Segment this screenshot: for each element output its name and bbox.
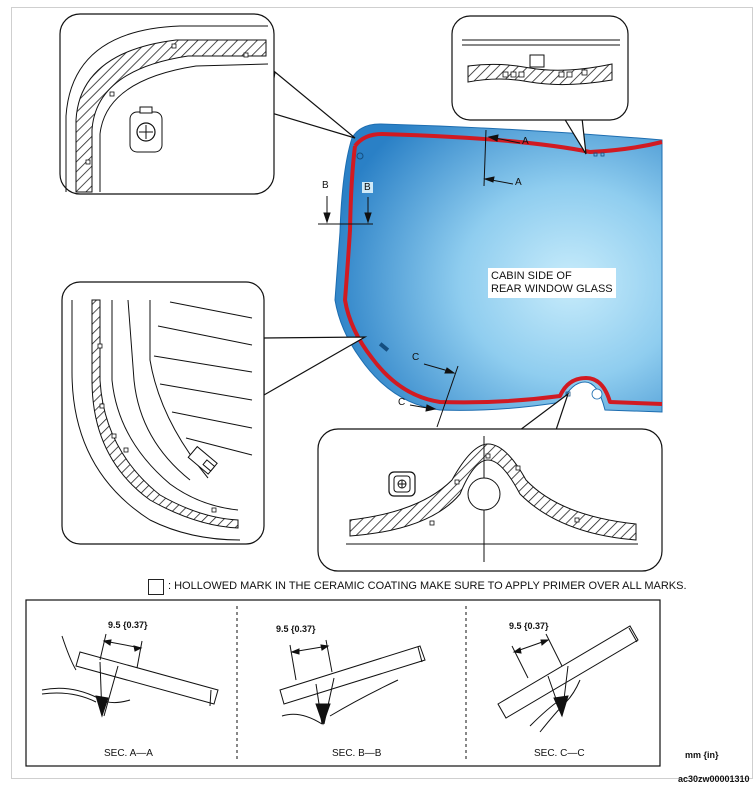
clip-mark bbox=[378, 342, 390, 352]
marker-b-left: B bbox=[322, 180, 329, 191]
marker-a-top: A bbox=[522, 136, 529, 147]
cut-line-c bbox=[436, 365, 459, 428]
hollow-mark-corner bbox=[356, 152, 364, 160]
section-c-label: SEC. C—C bbox=[534, 748, 585, 759]
detail-callout-top-left bbox=[59, 13, 356, 195]
glass-caption-line-1: CABIN SIDE OF bbox=[491, 270, 572, 282]
legend-text: : HOLLOWED MARK IN THE CERAMIC COATING M… bbox=[168, 580, 687, 592]
detail-callout-mid-left bbox=[61, 281, 368, 545]
detail-callout-top-right bbox=[451, 15, 629, 155]
marker-b-right: B bbox=[362, 182, 373, 193]
figure-code: ac30zw00001310 bbox=[678, 774, 750, 784]
hollow-mark-notch bbox=[565, 391, 571, 397]
glass-caption: CABIN SIDE OF REAR WINDOW GLASS bbox=[488, 268, 616, 298]
hollow-mark-top-2 bbox=[600, 152, 605, 157]
section-a-dimension: 9.5 {0.37} bbox=[108, 620, 148, 630]
marker-c-bottom: C bbox=[398, 397, 406, 408]
glass-caption-line-2: REAR WINDOW GLASS bbox=[491, 283, 613, 295]
clip-icon-bottom-right bbox=[388, 471, 416, 497]
section-a-drawing bbox=[41, 633, 219, 718]
clip-icon-mid-left bbox=[187, 445, 218, 475]
page-frame bbox=[11, 7, 753, 779]
notch-hole bbox=[591, 388, 603, 400]
unit-note: mm {in} bbox=[685, 750, 719, 760]
detail-callout-bottom-right bbox=[317, 392, 663, 572]
clip-icon-top-left bbox=[129, 106, 163, 153]
section-b-drawing bbox=[279, 639, 426, 726]
section-a-label: SEC. A—A bbox=[104, 748, 153, 759]
marker-c-top: C bbox=[412, 352, 420, 363]
hollow-mark-top-1 bbox=[593, 152, 598, 157]
marker-a-bottom: A bbox=[515, 177, 522, 188]
section-c-drawing bbox=[497, 625, 639, 733]
hollowed-mark-legend-box bbox=[148, 579, 164, 595]
section-b-dimension: 9.5 {0.37} bbox=[276, 624, 316, 634]
cut-line-a bbox=[483, 129, 487, 187]
section-c-dimension: 9.5 {0.37} bbox=[509, 621, 549, 631]
section-cut-lines bbox=[318, 129, 521, 428]
section-b-label: SEC. B—B bbox=[332, 748, 382, 759]
